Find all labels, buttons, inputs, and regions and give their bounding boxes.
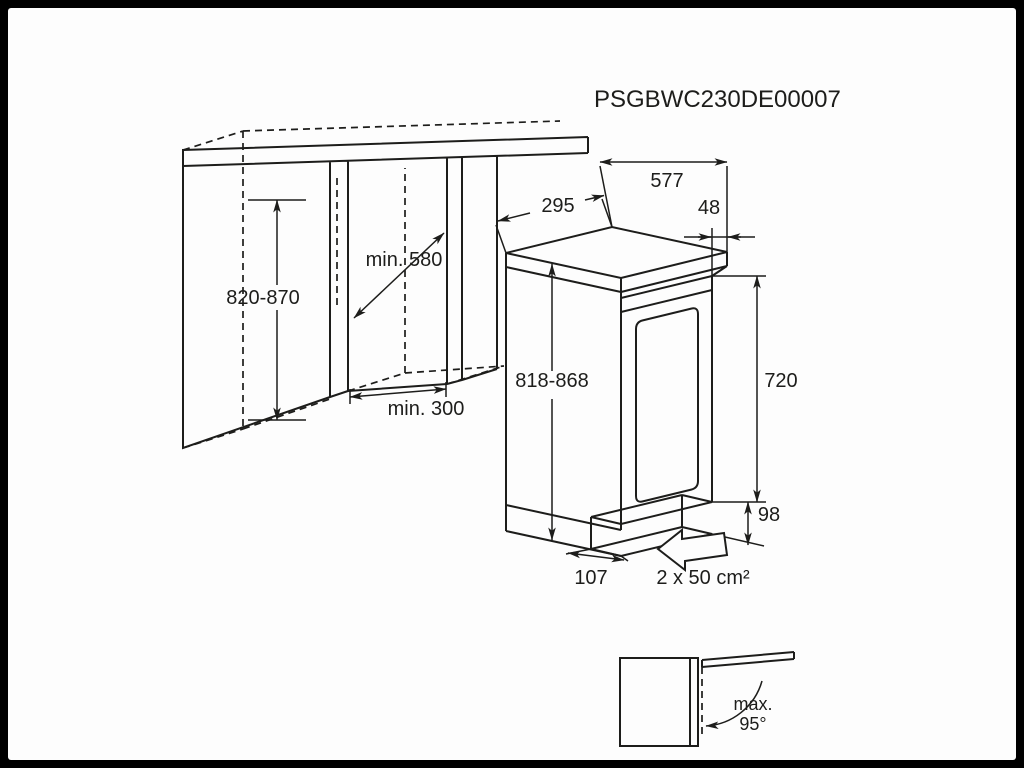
diagram-canvas: PSGBWC230DE00007 820-870 min. 580 <box>8 8 1016 760</box>
dim-label-appliance-height: 818-868 <box>515 370 588 392</box>
dim-label-appliance-top-depth: 295 <box>541 195 574 217</box>
ventilation: 2 x 50 cm² <box>656 527 750 589</box>
counter-niche-drawing: 820-870 min. 580 min. 300 <box>182 120 589 450</box>
dim-niche-width: min. 300 <box>349 382 465 420</box>
dim-label-door-height: 720 <box>764 370 797 392</box>
dim-appliance-top-depth: 295 <box>495 194 613 254</box>
dim-niche-height: 820-870 <box>226 199 306 421</box>
cabinet-top-view <box>619 657 699 747</box>
dim-door-height: 720 <box>712 275 798 503</box>
swing-arc <box>705 680 763 730</box>
dim-top-offset: 48 <box>684 197 755 276</box>
dim-label-plinth-recess: 107 <box>574 567 607 589</box>
door-glass-frame <box>635 307 699 503</box>
dim-label-vent-area: 2 x 50 cm² <box>656 567 750 589</box>
door-open-bar <box>701 651 795 668</box>
airflow-arrow-icon <box>656 527 729 573</box>
dim-plinth-recess: 107 <box>565 548 629 589</box>
swing-label-max: max. <box>733 694 772 714</box>
door-swing-detail: max. 95° <box>619 651 795 747</box>
dim-plinth-height: 98 <box>711 501 780 547</box>
dim-label-niche-height: 820-870 <box>226 287 299 309</box>
dim-label-niche-width: min. 300 <box>388 398 465 420</box>
dim-appliance-height: 818-868 <box>515 263 589 541</box>
swing-label-angle: 95° <box>739 714 766 734</box>
model-code: PSGBWC230DE00007 <box>594 86 841 113</box>
dim-label-appliance-width: 577 <box>650 170 683 192</box>
dim-label-top-offset: 48 <box>698 197 720 219</box>
hidden-edges <box>182 120 561 449</box>
appliance-drawing: 577 295 48 818-868 <box>495 158 798 589</box>
dim-niche-depth: min. 580 <box>353 232 445 319</box>
dim-label-niche-depth: min. 580 <box>366 249 443 271</box>
dim-label-plinth-height: 98 <box>758 504 780 526</box>
installation-diagram: PSGBWC230DE00007 820-870 min. 580 <box>182 86 841 747</box>
